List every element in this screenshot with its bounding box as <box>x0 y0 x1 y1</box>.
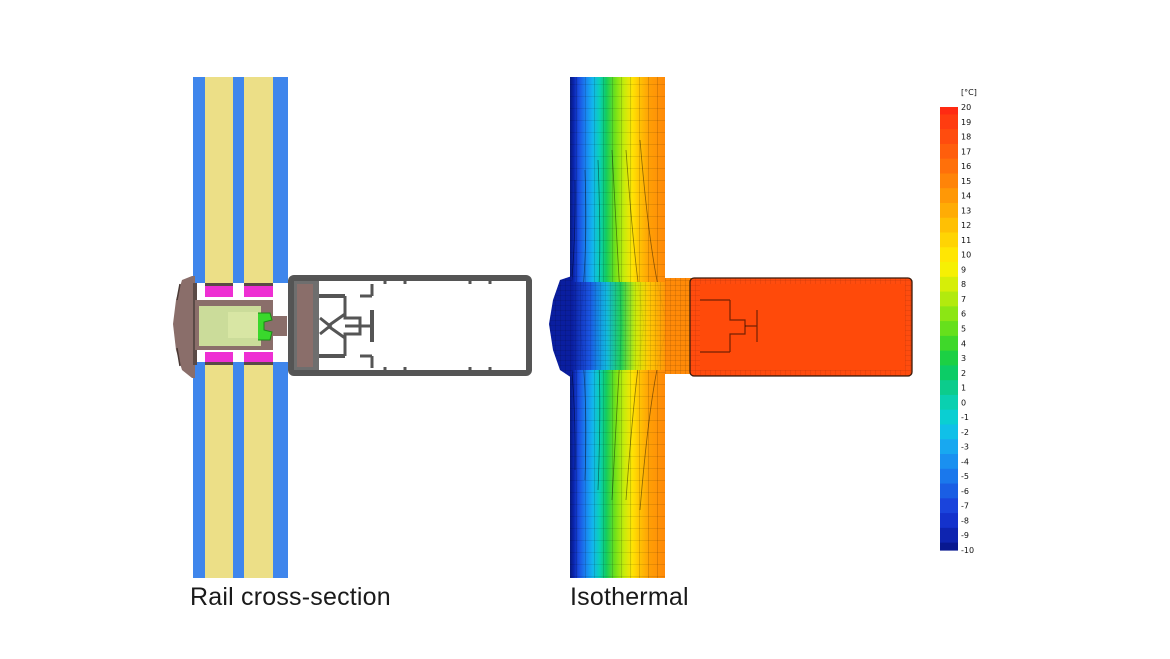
legend-tick-label: 19 <box>961 118 971 127</box>
legend-tick-label: 17 <box>961 147 971 156</box>
spacers <box>205 283 273 365</box>
legend-swatch <box>940 542 958 551</box>
legend-tick-label: 13 <box>961 206 971 215</box>
isothermal-drawing <box>549 77 913 578</box>
legend-tick-label: 2 <box>961 369 966 378</box>
legend-tick-label: -2 <box>961 428 969 437</box>
legend-swatch <box>940 217 958 234</box>
legend-swatch <box>940 114 958 130</box>
legend-swatch <box>940 394 958 411</box>
legend-swatch <box>940 380 958 396</box>
legend-swatch <box>940 202 958 219</box>
isothermal-caption: Isothermal <box>570 583 689 611</box>
legend-swatch <box>940 409 958 426</box>
legend-tick-label: -7 <box>961 502 969 511</box>
legend-tick-label: 12 <box>961 221 971 230</box>
legend-tick-label: 0 <box>961 398 966 407</box>
legend-swatch <box>940 188 958 204</box>
legend-swatch <box>940 247 958 263</box>
legend-tick-label: -8 <box>961 516 969 525</box>
rail-cross-section-caption: Rail cross-section <box>190 583 391 611</box>
legend-tick-label: -6 <box>961 487 969 496</box>
legend-tick-label: 8 <box>961 280 966 289</box>
legend-swatch <box>940 306 958 322</box>
legend-tick-label: 16 <box>961 162 971 171</box>
legend-color-scale <box>940 107 958 551</box>
legend-swatch <box>940 107 958 115</box>
legend-swatch <box>940 439 958 455</box>
pressure-plate <box>173 276 197 378</box>
legend-tick-label: -1 <box>961 413 969 422</box>
rail-cross-section-drawing <box>173 77 532 578</box>
legend-swatch <box>940 454 958 470</box>
legend-tick-label: 10 <box>961 251 971 260</box>
legend-swatch <box>940 291 958 307</box>
legend-swatch <box>940 483 958 499</box>
legend-tick-label: 9 <box>961 265 966 274</box>
legend-swatch <box>940 143 958 160</box>
legend-swatch <box>940 158 958 175</box>
legend-tick-label: 15 <box>961 177 971 186</box>
legend-tick-label: -5 <box>961 472 969 481</box>
legend-swatch <box>940 527 958 544</box>
glazing-lower <box>193 362 288 578</box>
legend-swatch <box>940 321 958 337</box>
mullion-profile <box>288 275 532 376</box>
thermal-break-insulator <box>195 300 287 350</box>
legend-tick-label: -4 <box>961 457 969 466</box>
legend-tick-label: 20 <box>961 103 971 112</box>
temperature-legend: [°C] 20191817161514131211109876543210-1-… <box>940 88 977 555</box>
legend-swatch <box>940 424 958 440</box>
legend-tick-label: 6 <box>961 310 966 319</box>
legend-tick-label: 18 <box>961 133 971 142</box>
glazing-upper <box>193 77 288 283</box>
legend-swatch <box>940 232 958 248</box>
legend-tick-label: 11 <box>961 236 971 245</box>
legend-swatch <box>940 335 958 352</box>
legend-swatch <box>940 276 958 293</box>
legend-tick-labels: 20191817161514131211109876543210-1-2-3-4… <box>961 103 974 555</box>
legend-tick-label: 14 <box>961 192 971 201</box>
legend-swatch <box>940 498 958 514</box>
legend-swatch <box>940 129 958 145</box>
legend-tick-label: -3 <box>961 443 969 452</box>
legend-swatch <box>940 513 958 529</box>
legend-swatch <box>940 468 958 485</box>
legend-tick-label: -10 <box>961 546 974 555</box>
legend-swatch <box>940 262 958 278</box>
legend-tick-label: 1 <box>961 384 966 393</box>
legend-unit-label: [°C] <box>961 88 977 97</box>
legend-tick-label: -9 <box>961 531 969 540</box>
legend-tick-label: 4 <box>961 339 966 348</box>
legend-swatch <box>940 173 958 189</box>
legend-swatch <box>940 365 958 381</box>
legend-tick-label: 5 <box>961 325 966 334</box>
legend-swatch <box>940 350 958 367</box>
legend-tick-label: 3 <box>961 354 966 363</box>
legend-tick-label: 7 <box>961 295 966 304</box>
